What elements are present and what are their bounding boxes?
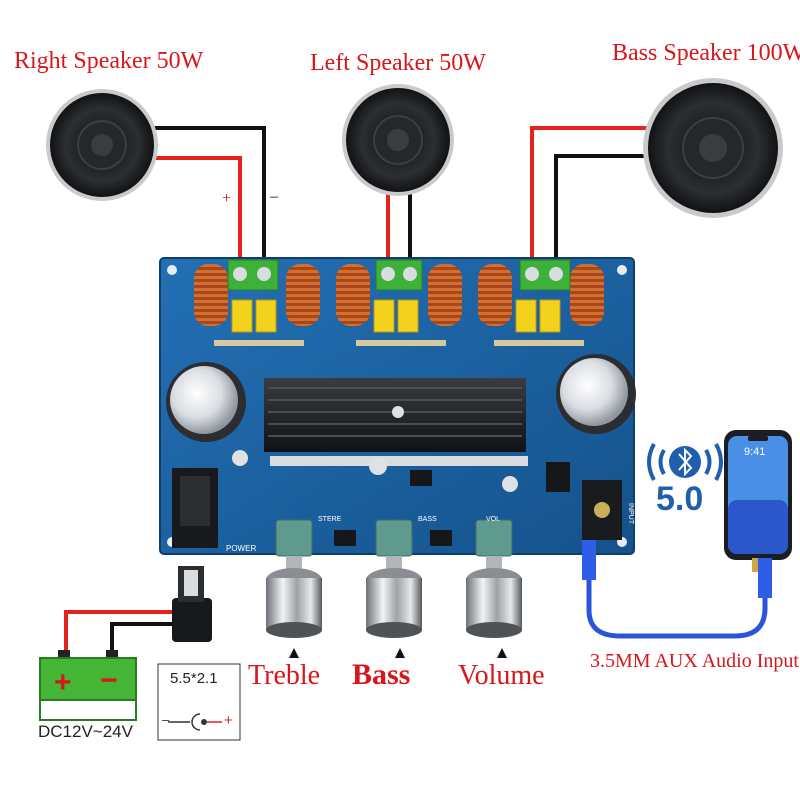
minus-polarity-label: – [270, 188, 278, 205]
power-jack [172, 468, 218, 548]
phone [724, 430, 792, 572]
treble-knob [266, 556, 322, 638]
board-vol-label: VOL [486, 516, 501, 523]
bass-speaker-label: Bass Speaker 100W [612, 40, 800, 66]
battery [39, 650, 137, 721]
battery-minus-label: − [100, 664, 118, 697]
bass-speaker-red-wire [530, 126, 648, 268]
bass-knob [366, 556, 422, 638]
jack-size-label: 5.5*2.1 [170, 670, 218, 687]
board-treble-label: STERE [318, 516, 342, 523]
right-speaker-label: Right Speaker 50W [14, 48, 204, 74]
jack-minus-label: – [162, 712, 170, 727]
treble-label: Treble [248, 660, 321, 691]
volume-knob [466, 556, 522, 638]
board-power-label: POWER [226, 544, 257, 553]
potentiometers [275, 519, 513, 557]
right-speaker-red-wire [150, 156, 242, 268]
right-speaker [46, 89, 158, 201]
bass-speaker-black-wire [554, 154, 648, 268]
power-wires [64, 610, 180, 658]
bass-speaker [643, 78, 783, 218]
left-speaker-label: Left Speaker 50W [310, 50, 486, 76]
board-bass-label: BASS [418, 516, 437, 523]
aux-cable [582, 540, 772, 639]
battery-plus-label: + [54, 666, 72, 699]
volume-label: Volume [458, 660, 545, 691]
dc-plug [172, 566, 212, 642]
bluetooth-version-label: 5.0 [656, 480, 704, 518]
electrolytic-capacitors [166, 354, 636, 442]
jack-plus-label: + [224, 712, 233, 729]
amplifier-board [159, 257, 636, 557]
aux-input-label: 3.5MM AUX Audio Input [590, 650, 799, 672]
bluetooth-icon [647, 443, 723, 481]
right-speaker-black-wire [150, 126, 266, 268]
ic-chips [334, 462, 570, 546]
speaker-terminals [227, 259, 571, 291]
speaker-wires [150, 126, 648, 268]
knob-pointers [289, 648, 507, 658]
phone-time-label: 9:41 [744, 446, 766, 458]
bass-label: Bass [352, 658, 411, 691]
board-input-label: INPUT [627, 503, 634, 524]
inductor-coils [194, 264, 604, 326]
jack-polarity-box [157, 663, 241, 741]
heat-sink [264, 378, 526, 452]
voltage-label: DC12V~24V [38, 722, 133, 741]
plus-polarity-label: + [222, 190, 232, 207]
film-capacitors [231, 299, 561, 333]
aux-jack [582, 480, 622, 540]
left-speaker [342, 84, 454, 196]
